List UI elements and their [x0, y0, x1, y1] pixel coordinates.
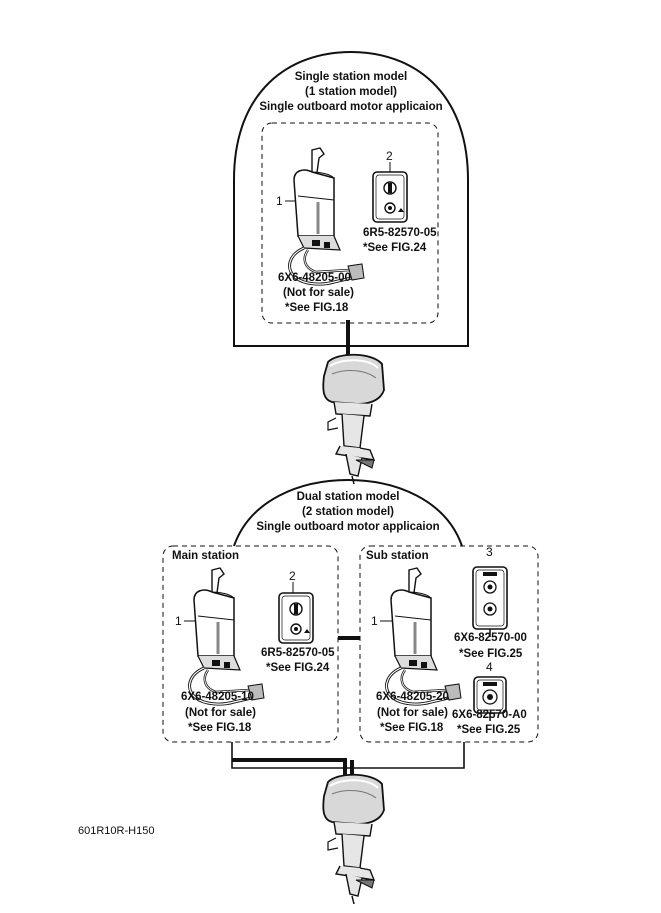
sub-item-4-part-number: 6X6-82570-A0 — [452, 709, 527, 721]
sub-item-3-number: 3 — [486, 545, 493, 559]
item-1-fig-ref: *See FIG.18 — [285, 302, 349, 314]
sub-item-4-fig-ref: *See FIG.25 — [457, 724, 521, 736]
sub-item-1-part-number: 6X6-48205-20 — [376, 691, 449, 703]
main-item-1-fig-ref: *See FIG.18 — [188, 722, 252, 734]
sub-station-box — [359, 545, 539, 743]
item-2-part-number: 6R5-82570-05 — [363, 227, 437, 239]
item-2-fig-ref: *See FIG.24 — [363, 242, 427, 254]
single-station-title-1: Single station model — [295, 71, 407, 83]
sub-item-1-fig-ref: *See FIG.18 — [380, 722, 444, 734]
sub-item-3-fig-ref: *See FIG.25 — [459, 648, 523, 660]
main-remote-control-box-icon — [188, 566, 266, 706]
single-station-title-2: (1 station model) — [305, 86, 397, 98]
dual-station-title-3: Single outboard motor applicaion — [256, 521, 439, 533]
dual-station-title-2: (2 station model) — [302, 506, 394, 518]
sub-switch-panel-double-icon — [472, 566, 508, 638]
single-station-title-3: Single outboard motor applicaion — [259, 101, 442, 113]
main-item-2-fig-ref: *See FIG.24 — [266, 662, 330, 674]
sub-station-label: Sub station — [366, 550, 429, 562]
main-station-label: Main station — [172, 550, 239, 562]
dual-outboard-motor-icon — [322, 773, 385, 905]
sub-item-1-note: (Not for sale) — [377, 707, 448, 719]
sub-item-3-part-number: 6X6-82570-00 — [454, 632, 527, 644]
main-item-2-number: 2 — [289, 569, 296, 583]
main-item-2-part-number: 6R5-82570-05 — [261, 647, 335, 659]
main-item-1-note: (Not for sale) — [185, 707, 256, 719]
dual-station-title-1: Dual station model — [297, 491, 400, 503]
sub-item-1-number: 1 — [371, 614, 378, 628]
remote-control-box-icon — [288, 146, 366, 286]
item-1-number: 1 — [276, 194, 283, 208]
sub-remote-control-box-icon — [385, 566, 463, 706]
single-station-outline — [233, 50, 469, 347]
dual-harness-line — [231, 742, 465, 769]
main-item-1-part-number: 6X6-48205-10 — [181, 691, 254, 703]
item-1-note: (Not for sale) — [283, 287, 354, 299]
dual-station-outline — [233, 478, 463, 547]
main-item-1-number: 1 — [175, 614, 182, 628]
main-switch-panel-icon-2 — [278, 592, 314, 644]
figure-code: 601R10R-H150 — [78, 825, 154, 837]
outboard-motor-icon — [322, 353, 385, 485]
sub-item-4-number: 4 — [486, 660, 493, 674]
main-switch-panel-icon — [372, 171, 408, 223]
item-1-part-number: 6X6-48205-00 — [278, 272, 351, 284]
item-2-number: 2 — [386, 149, 393, 163]
